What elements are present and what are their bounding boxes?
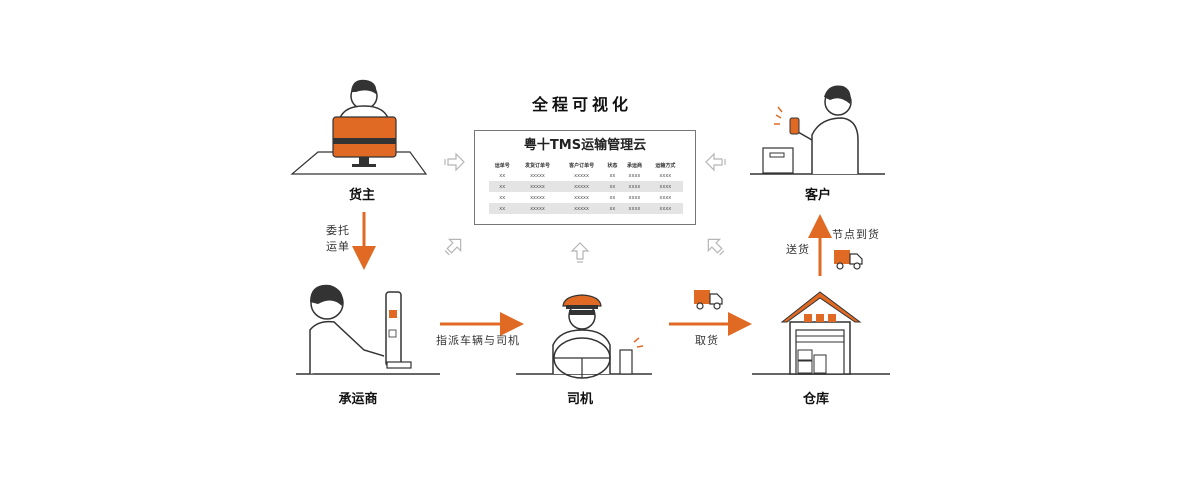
- table-cell: xx: [489, 192, 515, 203]
- table-cell: xx: [604, 170, 622, 181]
- diagram-title: 全程可视化: [532, 91, 632, 115]
- upload-arrow-icon: [706, 154, 725, 170]
- table-cell: xxxx: [621, 170, 647, 181]
- truck-icon: [694, 290, 722, 309]
- table-cell: xxxxx: [560, 170, 604, 181]
- upload-arrow-icon: [445, 154, 464, 170]
- driver-illustration: [516, 295, 652, 378]
- column-header: 运输方式: [648, 160, 683, 170]
- shipper-illustration: [292, 80, 426, 174]
- table-cell: xxxx: [621, 203, 647, 214]
- customer-illustration: [750, 85, 885, 174]
- flow-label-node-arrival: 节点到货: [832, 226, 880, 242]
- flow-label-entrust: 委托: [326, 222, 350, 238]
- table-cell: xxxx: [648, 192, 683, 203]
- node-label-driver: 司机: [540, 388, 620, 407]
- column-header: 运单号: [489, 160, 515, 170]
- panel-table: 运单号 发货订单号 客户订单号 状态 承运商 运输方式 xx xxxxx xxx…: [489, 160, 683, 214]
- column-header: 状态: [604, 160, 622, 170]
- table-cell: xxxx: [648, 170, 683, 181]
- table-cell: xx: [489, 203, 515, 214]
- table-cell: xx: [489, 181, 515, 192]
- table-cell: xxxxx: [515, 203, 559, 214]
- flow-label-waybill: 运单: [326, 238, 350, 254]
- table-header-row: 运单号 发货订单号 客户订单号 状态 承运商 运输方式: [489, 160, 683, 170]
- table-cell: xxxx: [621, 181, 647, 192]
- column-header: 承运商: [621, 160, 647, 170]
- table-cell: xx: [604, 181, 622, 192]
- node-label-warehouse: 仓库: [776, 388, 856, 407]
- table-cell: xxxxx: [515, 192, 559, 203]
- warehouse-illustration: [752, 292, 890, 374]
- tms-panel: 粤十TMS运输管理云 运单号 发货订单号 客户订单号 状态 承运商 运输方式 x…: [474, 130, 696, 225]
- table-cell: xx: [604, 203, 622, 214]
- table-cell: xxxx: [621, 192, 647, 203]
- table-cell: xxxx: [648, 203, 683, 214]
- table-cell: xx: [489, 170, 515, 181]
- table-cell: xxxx: [648, 181, 683, 192]
- table-cell: xxxxx: [560, 192, 604, 203]
- column-header: 客户订单号: [560, 160, 604, 170]
- table-cell: xxxxx: [515, 170, 559, 181]
- truck-icon: [834, 250, 862, 269]
- node-label-shipper: 货主: [322, 184, 402, 203]
- table-cell: xxxxx: [560, 181, 604, 192]
- flow-label-pickup: 取货: [695, 332, 719, 348]
- node-label-carrier: 承运商: [318, 388, 398, 407]
- upload-arrow-icon: [572, 243, 588, 262]
- table-row: xx xxxxx xxxxx xx xxxx xxxx: [489, 192, 683, 203]
- table-cell: xxxxx: [560, 203, 604, 214]
- carrier-illustration: [296, 285, 440, 374]
- flow-label-deliver: 送货: [786, 241, 810, 257]
- node-label-customer: 客户: [778, 184, 858, 203]
- column-header: 发货订单号: [515, 160, 559, 170]
- flow-label-assign: 指派车辆与司机: [436, 332, 520, 348]
- panel-title: 粤十TMS运输管理云: [475, 134, 695, 153]
- upload-arrow-icon: [703, 234, 728, 259]
- table-row: xx xxxxx xxxxx xx xxxx xxxx: [489, 181, 683, 192]
- table-row: xx xxxxx xxxxx xx xxxx xxxx: [489, 203, 683, 214]
- table-cell: xx: [604, 192, 622, 203]
- table-cell: xxxxx: [515, 181, 559, 192]
- upload-arrow-icon: [442, 234, 467, 259]
- table-row: xx xxxxx xxxxx xx xxxx xxxx: [489, 170, 683, 181]
